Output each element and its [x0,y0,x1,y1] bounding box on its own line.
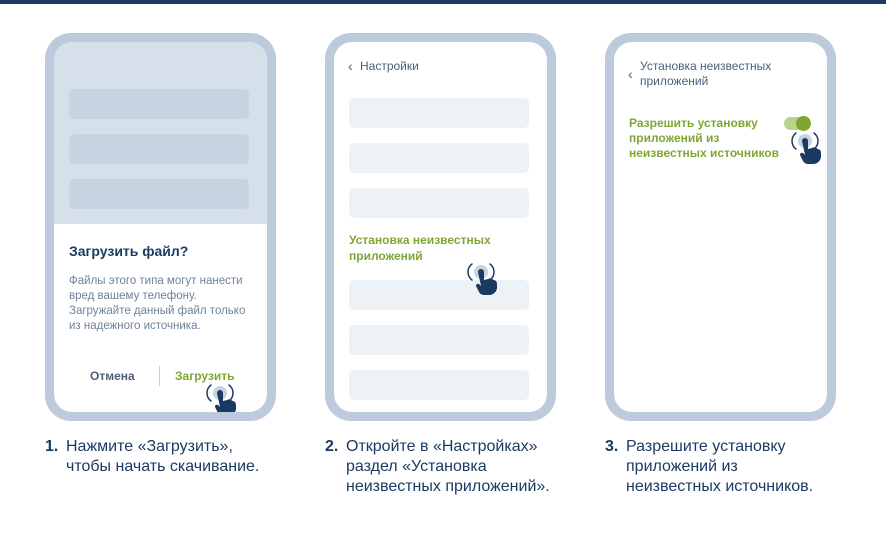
step-text: Разрешите установку приложений из неизве… [626,438,814,495]
phone-step-1: Загрузить файл? Файлы этого типа могут н… [45,33,276,421]
placeholder-row [69,89,249,119]
settings-header[interactable]: ‹ Настройки [348,59,419,74]
phone-step-3: ‹ Установка неизвестных приложений Разре… [605,33,836,421]
step-text: Нажмите «Загрузить», чтобы начать скачив… [66,438,260,475]
settings-item [349,188,529,218]
settings-item [349,98,529,128]
dialog-title: Загрузить файл? [69,243,189,259]
allow-install-toggle[interactable] [784,116,811,131]
header-title: Настройки [360,59,419,73]
step-number: 1. [45,438,59,455]
button-divider [159,366,160,386]
phone-step-2: ‹ Настройки Установка неизвестных прилож… [325,33,556,421]
phone-screen-2: ‹ Настройки Установка неизвестных прилож… [334,42,547,412]
allow-install-label: Разрешить установку приложений из неизве… [629,116,779,160]
unknown-apps-setting[interactable]: Установка неизвестных приложений [349,233,491,263]
tap-hand-icon [467,263,498,296]
unknown-apps-header[interactable]: ‹ Установка неизвестных приложений [628,59,800,89]
settings-item [349,280,529,310]
dialog-body: Файлы этого типа могут нанести вред ваше… [69,275,246,332]
step-text: Откройте в «Настройках» раздел «Установк… [346,438,550,495]
settings-item [349,143,529,173]
tap-hand-icon [206,384,237,412]
step-number: 3. [605,438,619,455]
placeholder-row [69,179,249,209]
toggle-knob [796,116,811,131]
phone-screen-1: Загрузить файл? Файлы этого типа могут н… [54,42,267,412]
top-accent-bar [0,0,886,4]
chevron-left-icon: ‹ [628,66,633,82]
placeholder-row [69,134,249,164]
step-number: 2. [325,438,339,455]
phone-screen-3: ‹ Установка неизвестных приложений Разре… [614,42,827,412]
cancel-button[interactable]: Отмена [90,369,135,383]
dimmed-background [54,42,267,224]
tap-hand-icon [791,132,822,165]
header-title: Установка неизвестных приложений [640,59,772,88]
settings-item [349,325,529,355]
chevron-left-icon: ‹ [348,58,353,74]
settings-item [349,370,529,400]
download-button[interactable]: Загрузить [175,369,235,383]
